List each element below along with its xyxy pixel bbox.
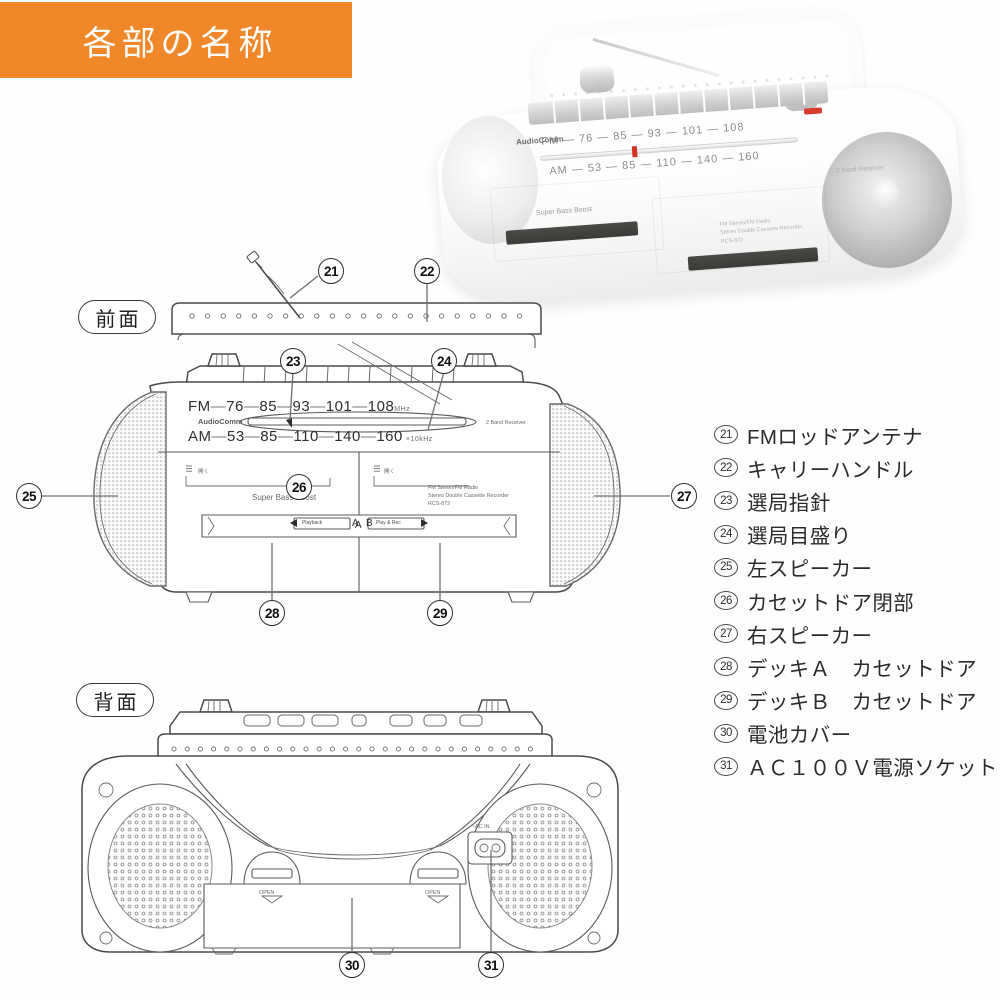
legend-number-28: 28 — [714, 657, 738, 677]
front-am-label: AM — [188, 428, 212, 445]
fm-tick-101: 101 — [325, 398, 353, 415]
legend-label-27: 右スピーカー — [747, 624, 873, 648]
legend-number-30: 30 — [714, 723, 738, 743]
callout-25[interactable]: 25 — [16, 483, 42, 509]
legend-label-22: キャリーハンドル — [747, 458, 914, 482]
am-tick-53: 53 — [227, 428, 245, 445]
legend-label-25: 左スピーカー — [747, 558, 873, 582]
front-view-label: 前面 — [78, 300, 156, 334]
legend-item-25: 25 左スピーカー — [714, 551, 1000, 584]
header-banner: 各部の名称 — [0, 2, 352, 78]
front-deck-b-badge: Play & Rec — [376, 520, 401, 526]
front-am-scale: AM—53—85—110—140—160×10kHz — [188, 428, 433, 445]
fm-tick-108: 108 — [367, 398, 395, 415]
legend-number-22: 22 — [714, 458, 738, 478]
legend-item-21: 21 FMロッドアンテナ — [714, 418, 1000, 451]
callout-27[interactable]: 27 — [671, 483, 697, 509]
legend-number-31: 31 — [714, 756, 738, 776]
callout-24[interactable]: 24 — [431, 348, 457, 374]
front-open-label-b: 開く — [384, 468, 395, 475]
legend-item-24: 24 選局目盛り — [714, 518, 1000, 551]
legend-item-26: 26 カセットドア閉部 — [714, 584, 1000, 617]
front-deck-b-letter-label: B — [366, 518, 373, 529]
front-model-line-2: Stereo Double Cassette Recorder — [428, 493, 509, 499]
am-tick-110: 110 — [293, 428, 319, 445]
legend-label-29: デッキＢ カセットドア — [747, 691, 977, 715]
legend-number-27: 27 — [714, 624, 738, 644]
fm-tick-93: 93 — [292, 398, 311, 415]
fm-tick-76: 76 — [226, 398, 244, 415]
legend-label-28: デッキＡ カセットドア — [747, 657, 977, 681]
legend-number-23: 23 — [714, 491, 738, 511]
legend-label-24: 選局目盛り — [747, 525, 852, 549]
front-deck-a-letter: A — [355, 520, 362, 531]
callout-23[interactable]: 23 — [280, 348, 306, 374]
legend-label-21: FMロッドアンテナ — [747, 425, 923, 449]
legend-label-23: 選局指針 — [747, 491, 831, 515]
legend-number-26: 26 — [714, 591, 738, 611]
front-deck-a-badge: Playback — [302, 520, 323, 526]
parts-legend: 21 FMロッドアンテナ 22 キャリーハンドル 23 選局指針 24 選局目盛り 25 左スピー… — [714, 418, 1000, 783]
legend-item-23: 23 選局指針 — [714, 484, 1000, 517]
front-fm-label: FM — [188, 398, 211, 415]
front-brand-text: AudioComm — [198, 417, 243, 426]
legend-item-30: 30 電池カバー — [714, 717, 1000, 750]
legend-label-31: ＡＣ１００Ｖ電源ソケット — [747, 757, 998, 781]
legend-item-22: 22 キャリーハンドル — [714, 451, 1000, 484]
front-model-line-1: FM Stereo/FM Radio — [428, 485, 478, 491]
callout-22[interactable]: 22 — [414, 258, 440, 284]
legend-number-21: 21 — [714, 425, 738, 445]
legend-number-24: 24 — [714, 524, 738, 544]
legend-label-30: 電池カバー — [747, 724, 852, 748]
rear-ac-in-label: ~AC IN — [472, 824, 490, 830]
fm-unit: MHz — [394, 406, 411, 413]
callout-31[interactable]: 31 — [478, 952, 504, 978]
am-tick-160: 160 — [376, 428, 403, 445]
front-super-bass-boost: Super Bass Boost — [252, 493, 317, 502]
rear-open-label-right: OPEN — [425, 890, 440, 896]
front-model-line-3: RCS-872 — [428, 501, 450, 507]
legend-number-29: 29 — [714, 690, 738, 710]
front-band-receiver-text: 2 Band Receiver — [486, 420, 526, 426]
callout-21[interactable]: 21 — [318, 258, 344, 284]
rear-open-label-left: OPEN — [259, 890, 274, 896]
am-tick-140: 140 — [334, 428, 361, 445]
am-tick-85: 85 — [260, 428, 278, 445]
fm-tick-85: 85 — [259, 398, 278, 415]
callout-29[interactable]: 29 — [427, 600, 453, 626]
legend-item-28: 28 デッキＡ カセットドア — [714, 650, 1000, 683]
front-deck-a-letter-label: A — [352, 518, 359, 529]
page-title: 各部の名称 — [82, 24, 278, 63]
callout-30[interactable]: 30 — [339, 952, 365, 978]
front-fm-scale: FM—76—85—93—101—108MHz — [188, 398, 411, 415]
legend-item-27: 27 右スピーカー — [714, 617, 1000, 650]
callout-26[interactable]: 26 — [286, 474, 312, 500]
am-unit: ×10kHz — [405, 436, 433, 443]
legend-item-29: 29 デッキＢ カセットドア — [714, 684, 1000, 717]
legend-item-31: 31 ＡＣ１００Ｖ電源ソケット — [714, 750, 1000, 783]
rear-view-label: 背面 — [76, 683, 154, 717]
callout-28[interactable]: 28 — [259, 600, 285, 626]
front-open-label-a: 開く — [198, 468, 209, 475]
legend-number-25: 25 — [714, 557, 738, 577]
legend-label-26: カセットドア閉部 — [747, 591, 915, 615]
